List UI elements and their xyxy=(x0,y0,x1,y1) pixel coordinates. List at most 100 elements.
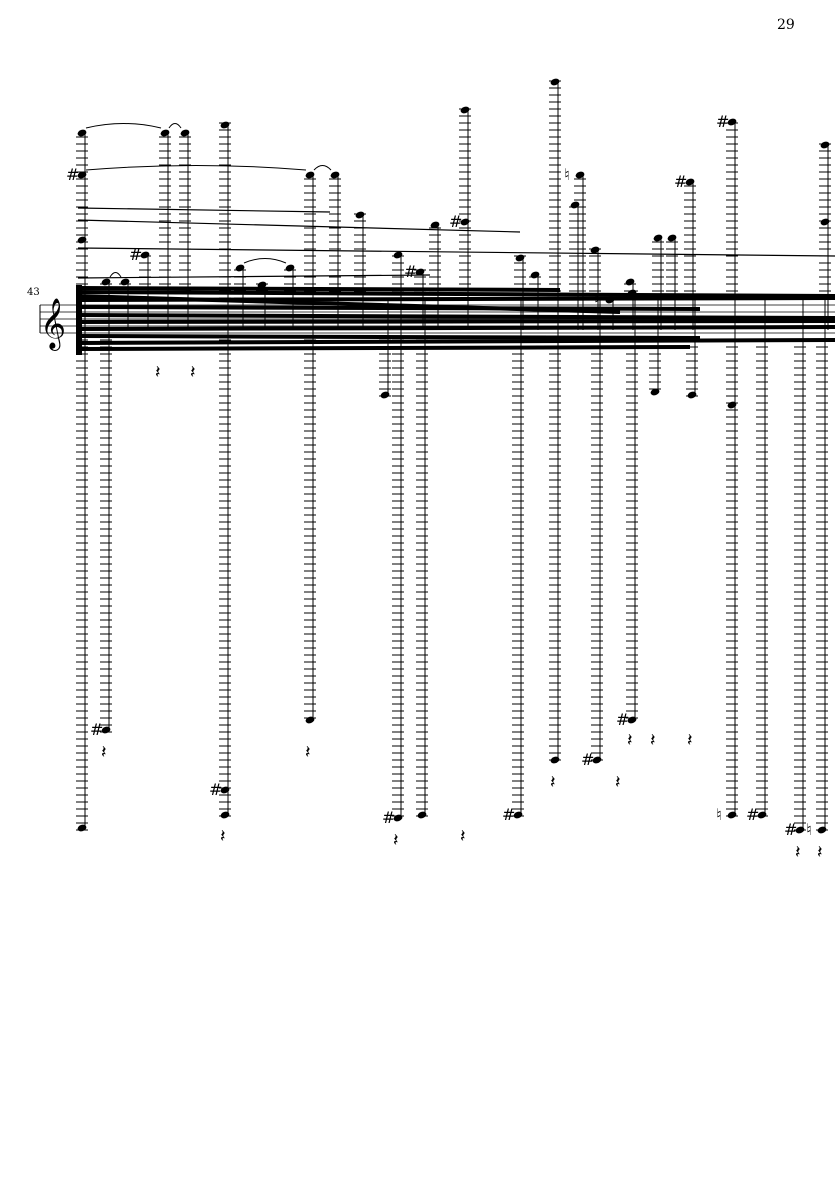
quarter-rest-icon: 𝄽 xyxy=(687,730,693,751)
quarter-rest-icon: 𝄽 xyxy=(220,826,226,847)
note xyxy=(329,171,341,330)
note xyxy=(179,129,191,330)
beam xyxy=(77,319,835,324)
notehead xyxy=(77,171,87,179)
notehead xyxy=(285,264,295,272)
beam xyxy=(77,247,835,257)
note: # xyxy=(129,245,151,330)
beam xyxy=(77,305,701,311)
note: # xyxy=(90,300,112,739)
note: # xyxy=(716,112,738,330)
quarter-rest-icon: 𝄽 xyxy=(795,842,801,863)
beams xyxy=(76,207,835,355)
beam xyxy=(77,286,561,292)
notehead xyxy=(592,756,602,764)
tie xyxy=(85,165,307,171)
note xyxy=(529,271,541,330)
notehead xyxy=(430,221,440,229)
note xyxy=(119,278,131,330)
notehead xyxy=(625,278,635,286)
note xyxy=(284,264,296,330)
notehead xyxy=(160,129,170,137)
notehead xyxy=(667,234,677,242)
note: ♮ xyxy=(716,300,738,824)
notehead xyxy=(393,814,403,822)
quarter-rest-icon: 𝄽 xyxy=(305,742,311,763)
note xyxy=(219,121,231,330)
note xyxy=(354,211,366,330)
quarter-rest-icon: 𝄽 xyxy=(650,730,656,751)
notehead xyxy=(727,118,737,126)
notehead xyxy=(570,201,580,209)
note: # xyxy=(616,300,638,729)
notehead xyxy=(650,388,660,396)
sharp-icon: # xyxy=(404,262,417,281)
note: # xyxy=(784,300,806,839)
notehead xyxy=(140,251,150,259)
natural-icon: ♮ xyxy=(716,805,722,824)
quarter-rest-icon: 𝄽 xyxy=(627,730,633,751)
notehead xyxy=(415,268,425,276)
beam xyxy=(77,290,835,298)
note xyxy=(589,246,601,330)
beam xyxy=(77,313,835,320)
quarter-rest-icon: 𝄽 xyxy=(615,772,621,793)
sharp-icon: # xyxy=(66,165,79,184)
natural-icon: ♮ xyxy=(564,165,570,184)
notehead xyxy=(685,178,695,186)
note: ♮ xyxy=(806,300,828,839)
notehead xyxy=(820,141,830,149)
note xyxy=(514,254,526,330)
measure-number: 43 xyxy=(27,287,40,298)
note: # xyxy=(382,300,404,827)
beam xyxy=(77,334,701,340)
notehead xyxy=(257,281,267,289)
note xyxy=(304,300,316,724)
tie xyxy=(243,258,287,264)
note xyxy=(569,201,581,330)
notehead xyxy=(605,296,615,304)
note xyxy=(256,281,268,330)
note: # xyxy=(404,262,426,330)
sharp-icon: # xyxy=(716,112,729,131)
note xyxy=(549,78,561,330)
sharp-icon: # xyxy=(784,820,797,839)
notehead xyxy=(330,171,340,179)
quarter-rest-icon: 𝄽 xyxy=(550,772,556,793)
notehead xyxy=(235,264,245,272)
notehead xyxy=(380,391,390,399)
note: # xyxy=(674,172,696,330)
notehead xyxy=(817,826,827,834)
notehead xyxy=(550,78,560,86)
natural-icon: ♮ xyxy=(594,290,600,309)
page-number: 29 xyxy=(777,17,795,33)
notehead xyxy=(687,391,697,399)
notehead xyxy=(305,171,315,179)
notehead xyxy=(550,756,560,764)
notehead xyxy=(515,254,525,262)
sharp-icon: # xyxy=(581,750,594,769)
natural-icon: ♮ xyxy=(806,820,812,839)
note xyxy=(219,300,231,819)
beam xyxy=(77,274,431,279)
sharp-icon: # xyxy=(129,245,142,264)
note xyxy=(234,264,246,330)
sharp-icon: # xyxy=(746,805,759,824)
notehead xyxy=(795,826,805,834)
note: # xyxy=(449,212,471,330)
note: # xyxy=(746,300,768,824)
notehead xyxy=(820,218,830,226)
sharp-icon: # xyxy=(674,172,687,191)
notes: ########♮####♮##♮♮ xyxy=(66,78,831,839)
quarter-rest-icon: 𝄽 xyxy=(155,362,161,383)
notehead xyxy=(727,811,737,819)
beam xyxy=(77,207,331,213)
notehead xyxy=(417,811,427,819)
rests: 𝄽𝄽𝄽𝄽𝄽𝄽𝄽𝄽𝄽𝄽𝄽𝄽𝄽𝄽 xyxy=(101,362,823,863)
sharp-icon: # xyxy=(502,805,515,824)
quarter-rest-icon: 𝄽 xyxy=(393,830,399,851)
note xyxy=(416,300,428,819)
notehead xyxy=(180,129,190,137)
tie xyxy=(85,123,162,129)
note xyxy=(379,300,391,399)
